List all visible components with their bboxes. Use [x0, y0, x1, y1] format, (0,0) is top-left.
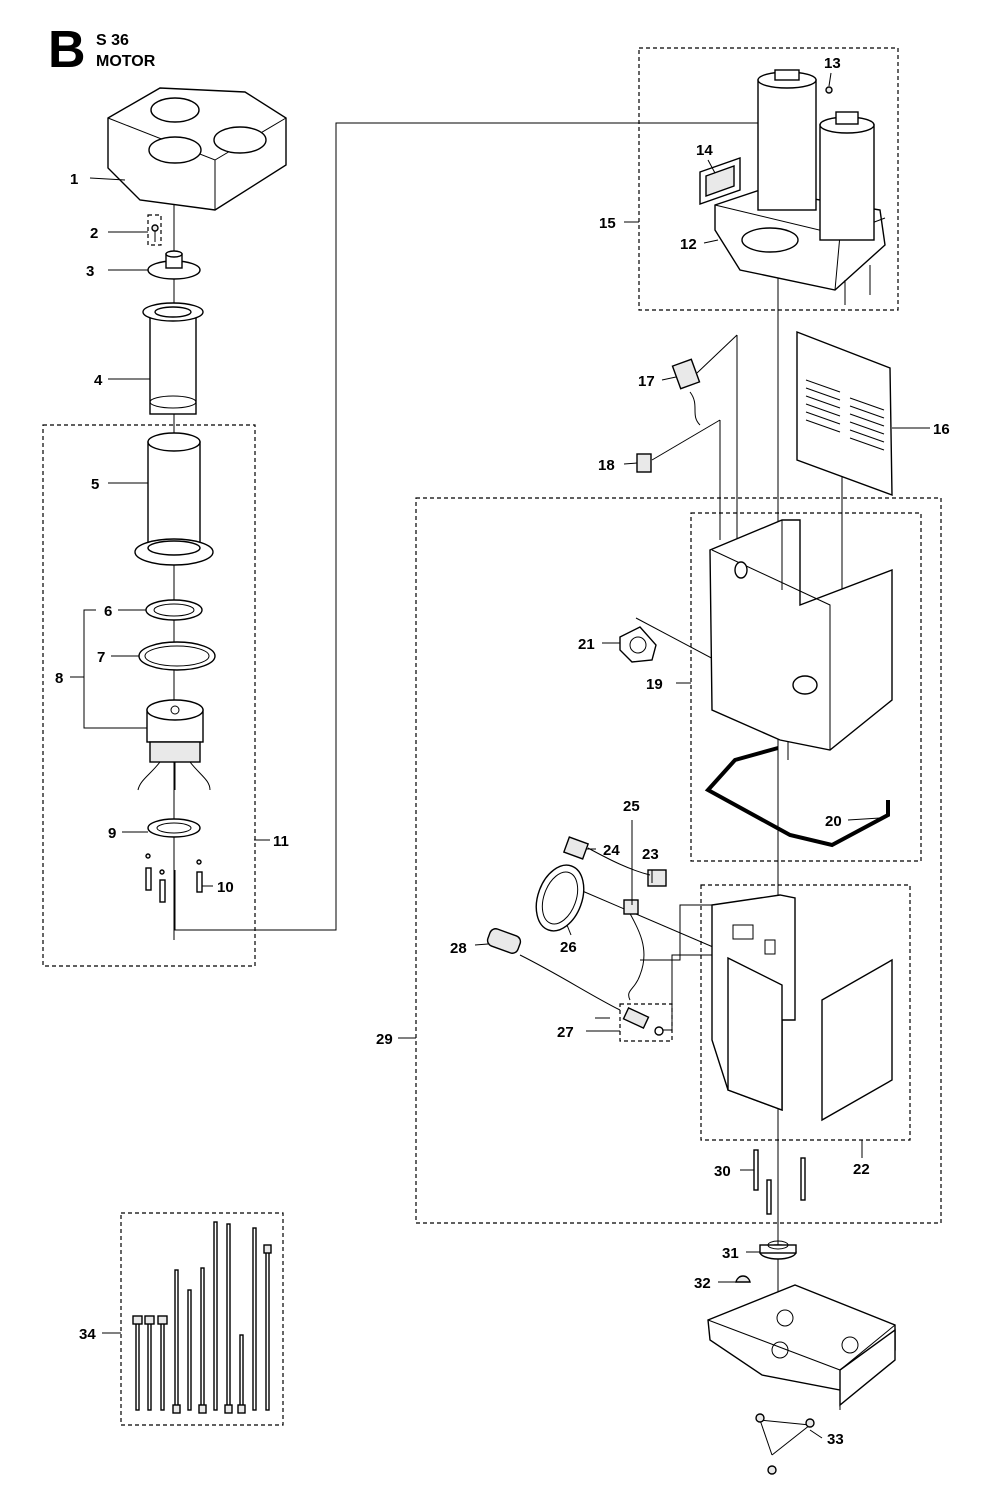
part-31-bushing	[759, 1240, 797, 1260]
part-25-cable	[624, 904, 645, 1001]
group-box-29	[415, 497, 942, 1224]
callout-4: 4	[94, 372, 103, 389]
callout-27: 27	[557, 1024, 574, 1041]
callout-21: 21	[578, 636, 595, 653]
section-letter: B	[48, 21, 86, 79]
part-27-cable-gland	[622, 1006, 664, 1036]
part-33-feet	[755, 1413, 815, 1475]
group-box-19	[690, 512, 922, 862]
base-plate	[707, 1284, 896, 1410]
part-5-tube	[134, 432, 214, 566]
group-box-15	[638, 47, 899, 311]
part-14-label	[699, 157, 741, 205]
callout-32: 32	[694, 1275, 711, 1292]
callout-22: 22	[853, 1161, 870, 1178]
callout-2: 2	[90, 225, 98, 242]
part-23-relay	[647, 869, 667, 887]
model-name: S 36	[96, 32, 129, 49]
part-12-filter-housing	[714, 69, 886, 305]
callout-23: 23	[642, 846, 659, 863]
callout-12: 12	[680, 236, 697, 253]
callout-30: 30	[714, 1163, 731, 1180]
callout-9: 9	[108, 825, 116, 842]
callout-33: 33	[827, 1431, 844, 1448]
group-box-34	[120, 1212, 284, 1426]
part-1-top-cover	[107, 87, 287, 211]
callout-34: 34	[79, 1326, 96, 1343]
callout-16: 16	[933, 421, 950, 438]
callout-14: 14	[696, 142, 713, 159]
part-17-switch	[671, 358, 701, 426]
part-3-flange	[147, 250, 201, 280]
callout-15: 15	[599, 215, 616, 232]
callout-3: 3	[86, 263, 94, 280]
callout-11: 11	[273, 833, 289, 850]
part-24-switch	[562, 836, 590, 860]
callout-5: 5	[91, 476, 99, 493]
group-box-11	[42, 424, 256, 967]
part-30-rods	[753, 1149, 806, 1215]
callout-17: 17	[638, 373, 655, 390]
part-16-side-panel	[796, 330, 893, 497]
part-28-power-cord	[486, 928, 621, 1011]
part-4-cylinder	[142, 302, 204, 415]
part-10-screws	[145, 853, 203, 903]
callout-13: 13	[824, 55, 841, 72]
callout-20: 20	[825, 813, 842, 830]
part-19-housing	[709, 519, 893, 751]
part-26-ring	[535, 864, 585, 932]
callout-24: 24	[603, 842, 620, 859]
callout-leaders	[70, 72, 930, 1439]
callout-1: 1	[70, 171, 78, 188]
part-22-electrical-panel	[711, 894, 893, 1122]
part-9-ring	[147, 818, 201, 838]
callout-26: 26	[560, 939, 577, 956]
part-21-gasket	[619, 626, 657, 663]
callout-31: 31	[722, 1245, 739, 1262]
group-box-22	[700, 884, 911, 1141]
callout-labels: 1 2 3 4 5 6 7 8 9 10 11 12 13 14 15 16 1…	[55, 55, 950, 1448]
part-8-motor	[137, 699, 211, 791]
callout-19: 19	[646, 676, 663, 693]
part-13-screw	[825, 86, 833, 94]
part-25-connector	[623, 899, 639, 915]
callout-18: 18	[598, 457, 615, 474]
group-box-2	[147, 214, 162, 246]
part-20-bracket	[704, 746, 890, 848]
callout-7: 7	[97, 649, 105, 666]
part-32-clip	[735, 1275, 751, 1283]
part-2-screw	[151, 224, 159, 242]
part-24-wire	[587, 847, 651, 876]
callout-8: 8	[55, 670, 63, 687]
part-18-plug	[636, 453, 652, 473]
callout-10: 10	[217, 879, 234, 896]
part-34-tie-rods	[132, 1221, 272, 1414]
callout-6: 6	[104, 603, 112, 620]
section-title: MOTOR	[96, 53, 156, 70]
callout-29: 29	[376, 1031, 393, 1048]
callout-25: 25	[623, 798, 640, 815]
callout-28: 28	[450, 940, 467, 957]
